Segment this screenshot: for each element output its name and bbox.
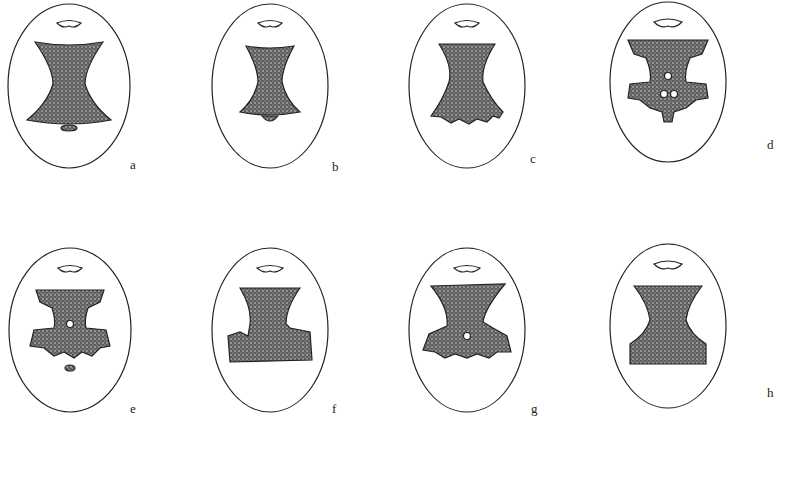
panel-letter: f [332,402,336,415]
section-a [8,4,130,168]
section-g [409,248,525,412]
section-c [409,4,525,168]
section-b [212,4,328,168]
panel-letter: c [530,152,536,165]
section-e [9,248,131,412]
section-f [212,248,328,412]
panel-letter: e [130,402,136,415]
section-h [610,244,726,408]
panel-letter: h [767,386,774,399]
panel-letter: d [767,138,774,151]
section-d [610,2,726,162]
panel-letter: a [130,158,136,171]
panel-letter: b [332,160,339,173]
panel-letter: g [531,402,538,415]
